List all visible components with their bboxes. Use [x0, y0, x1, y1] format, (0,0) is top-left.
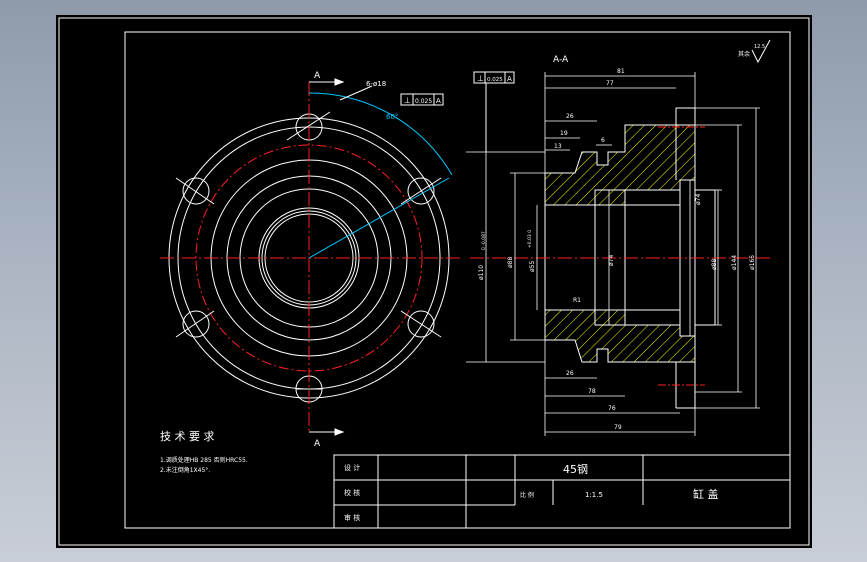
section-arrows	[309, 78, 345, 436]
tolerance-datum-front: A	[436, 97, 441, 105]
tb-scale-label: 比 例	[520, 491, 534, 499]
tolerance-frame-section	[473, 71, 515, 152]
dim-77: 77	[606, 80, 614, 87]
hatch-lower	[544, 309, 696, 363]
tolerance-frame-front	[400, 93, 444, 106]
tolerance-symbol-front: ⊥	[404, 96, 411, 105]
angle-label: 60°	[386, 113, 398, 121]
bolt-hole	[182, 177, 210, 205]
dim-phi88-right: ø88	[711, 259, 718, 270]
dim-26: 26	[566, 113, 574, 120]
section-view: 81 77 26 19 13 6 26 78 76 79 ø110 0 -0.0…	[466, 39, 771, 436]
tb-material: 45钢	[563, 463, 588, 476]
notes-line-1: 1.调质处理HB 285 否则HRC55.	[160, 456, 248, 464]
dim-phi144: ø144	[731, 255, 738, 270]
tb-review: 审 核	[344, 513, 360, 522]
hole-callout: 6-ø18	[366, 80, 386, 88]
dim-phi88: ø88	[507, 257, 514, 268]
dim-phi110: ø110	[478, 265, 485, 280]
dim-r1: R1	[573, 297, 581, 304]
bolt-hole	[182, 310, 210, 338]
dimension-lines	[466, 72, 760, 436]
hole-leader	[339, 85, 373, 101]
section-mark-top: A	[314, 71, 321, 81]
title-block	[333, 454, 791, 529]
dim-bottom-79: 79	[614, 424, 622, 431]
roughness-value: 12.5	[754, 44, 765, 50]
dim-81: 81	[617, 68, 625, 75]
angle-dimension	[308, 92, 453, 259]
dim-phi74: ø74	[608, 255, 615, 266]
dim-13: 13	[554, 143, 562, 150]
dim-19: 19	[560, 130, 568, 137]
tb-scale-value: 1:1.5	[585, 491, 603, 499]
tb-design: 设 计	[344, 463, 360, 472]
dim-phi55-tolerance: +0.03 0	[527, 230, 533, 248]
dim-bottom-76: 76	[608, 405, 616, 412]
notes-line-2: 2.未注倒角1X45°.	[160, 466, 210, 474]
dim-phi55: ø55	[529, 261, 536, 272]
tb-part-name: 缸 盖	[693, 487, 719, 501]
outer-border	[58, 17, 810, 546]
notes-title: 技 术 要 求	[160, 430, 215, 443]
tolerance-symbol-section: ⊥	[477, 74, 484, 83]
tolerance-value-section: 0.025	[487, 77, 503, 83]
dim-phi110-tolerance: 0 -0.087	[481, 231, 487, 250]
dim-bottom-26: 26	[566, 370, 574, 377]
bolt-hole	[407, 310, 435, 338]
dim-phi165: ø165	[749, 255, 756, 270]
dim-phi74-right: ø74	[695, 194, 702, 205]
section-mark-bottom: A	[314, 439, 321, 449]
dim-6: 6	[601, 137, 605, 144]
roughness-prefix: 其余	[738, 50, 750, 58]
dim-bottom-78: 78	[588, 388, 596, 395]
tb-check: 校 核	[344, 488, 360, 497]
roughness-symbol	[751, 39, 771, 64]
section-title: A-A	[553, 55, 569, 65]
bolt-hole	[407, 177, 435, 205]
tolerance-value-front: 0.025	[415, 98, 432, 105]
tolerance-datum-section: A	[507, 75, 512, 83]
